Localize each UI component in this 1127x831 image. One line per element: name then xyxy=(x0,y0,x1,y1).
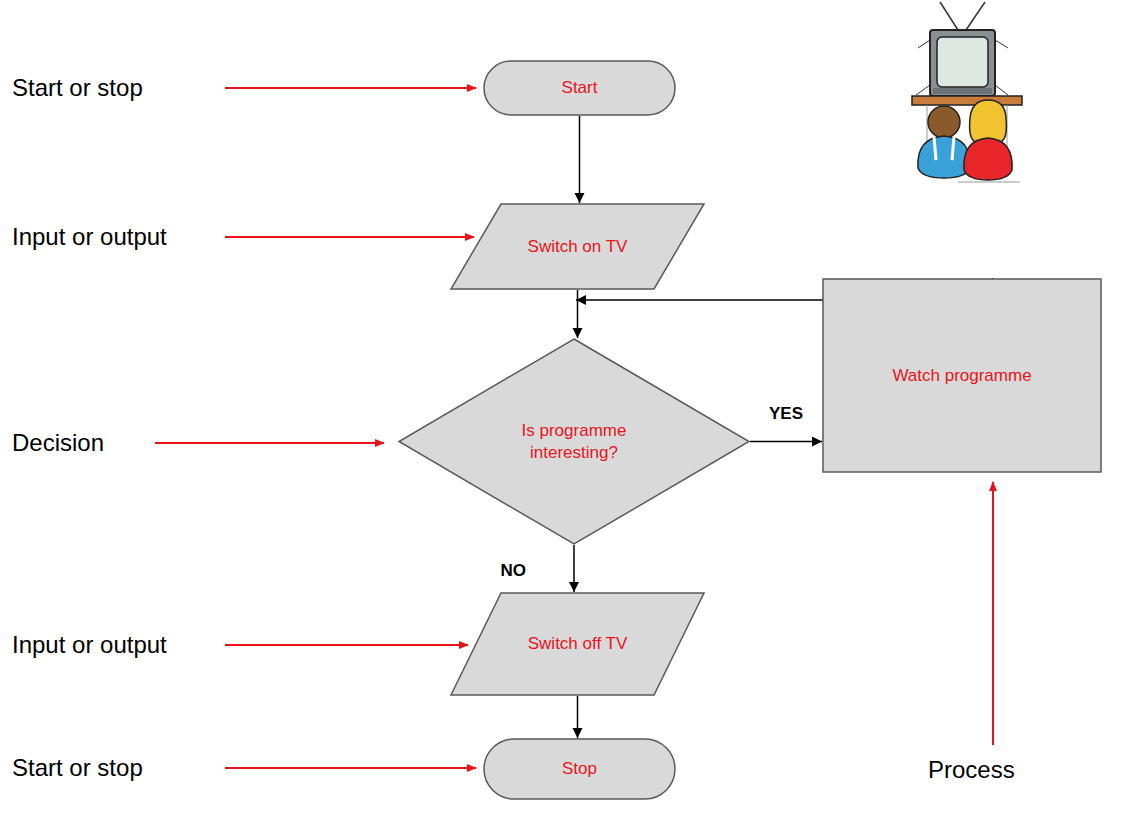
terminal-pill: Start xyxy=(483,60,676,116)
flow-arrow xyxy=(573,545,575,592)
tv-illustration xyxy=(912,2,1022,182)
flow-arrow xyxy=(577,696,579,738)
symbol-label: Input or output xyxy=(12,223,167,251)
flow-arrow xyxy=(750,441,822,443)
process-box: Watch programme xyxy=(822,278,1102,473)
branch-label: YES xyxy=(769,404,803,424)
node-text: Stop xyxy=(562,758,597,779)
symbol-label: Process xyxy=(928,756,1015,784)
diamond-outline xyxy=(398,338,750,545)
node-text: Start xyxy=(562,77,598,98)
symbol-label: Input or output xyxy=(12,631,167,659)
terminal-pill: Stop xyxy=(483,738,676,800)
decision-diamond: Is programme interesting? xyxy=(398,338,750,545)
io-parallelogram: Switch off TV xyxy=(450,592,705,696)
symbol-label: Decision xyxy=(12,429,104,457)
io-parallelogram: Switch on TV xyxy=(450,203,705,290)
node-text: Switch off TV xyxy=(528,633,628,654)
symbol-label: Start or stop xyxy=(12,754,143,782)
node-text: Switch on TV xyxy=(528,236,628,257)
flow-arrow xyxy=(577,290,579,338)
node-text: Is programme interesting? xyxy=(509,420,639,463)
branch-label: NO xyxy=(501,561,527,581)
symbol-label: Start or stop xyxy=(12,74,143,102)
flow-arrow xyxy=(579,116,581,203)
node-text: Watch programme xyxy=(892,365,1031,386)
